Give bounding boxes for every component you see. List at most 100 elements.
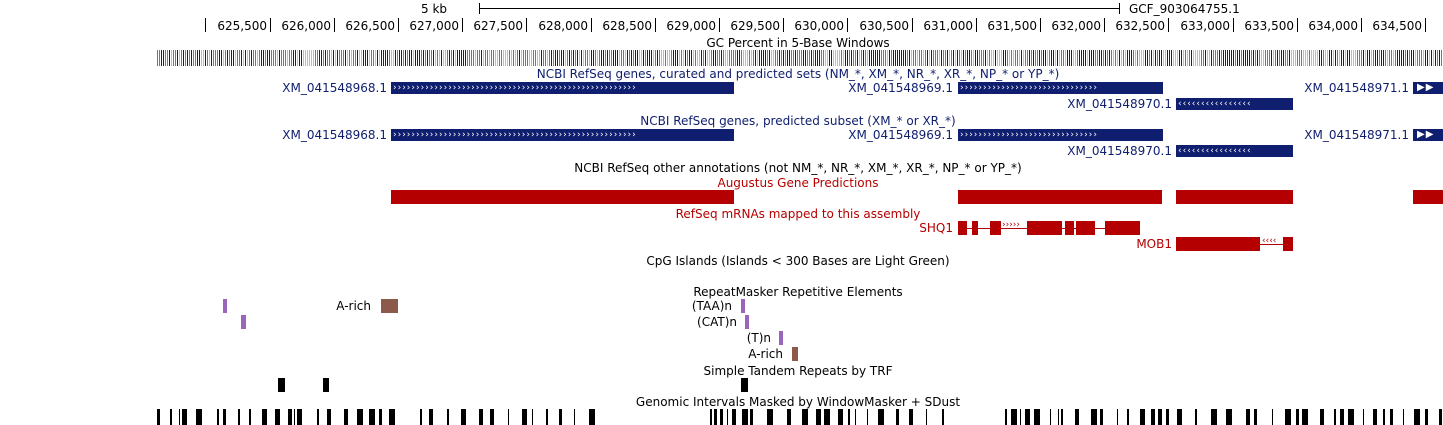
masked-interval[interactable] bbox=[824, 409, 830, 425]
masked-interval[interactable] bbox=[742, 409, 748, 425]
masked-interval[interactable] bbox=[217, 409, 219, 425]
masked-interval[interactable] bbox=[1363, 409, 1364, 425]
masked-interval[interactable] bbox=[878, 409, 884, 425]
masked-interval[interactable] bbox=[802, 409, 808, 425]
masked-interval[interactable] bbox=[710, 409, 712, 425]
augustus-prediction[interactable] bbox=[1176, 190, 1293, 204]
gene-label[interactable]: XM_041548968.1 bbox=[282, 128, 387, 142]
mrna-label[interactable]: MOB1 bbox=[1136, 237, 1172, 251]
masked-interval[interactable] bbox=[447, 409, 449, 425]
masked-interval[interactable] bbox=[1302, 409, 1308, 425]
gene-feature[interactable]: ▶▶ bbox=[1413, 129, 1443, 141]
masked-interval[interactable] bbox=[1127, 409, 1129, 425]
masked-interval[interactable] bbox=[1061, 409, 1063, 425]
gene-feature[interactable]: ‹‹‹‹‹‹‹‹‹‹‹‹‹‹‹‹ bbox=[1176, 145, 1293, 157]
masked-interval[interactable] bbox=[909, 409, 913, 425]
masked-interval[interactable] bbox=[727, 409, 728, 425]
masked-interval[interactable] bbox=[327, 409, 331, 425]
augustus-prediction[interactable] bbox=[958, 190, 1162, 204]
masked-interval[interactable] bbox=[1414, 409, 1420, 425]
masked-interval[interactable] bbox=[767, 409, 773, 425]
masked-interval[interactable] bbox=[1285, 409, 1291, 425]
gene-feature[interactable]: ‹‹‹‹‹‹‹‹‹‹‹‹‹‹‹‹ bbox=[1176, 98, 1293, 110]
masked-interval[interactable] bbox=[589, 409, 595, 425]
mrna-exon[interactable] bbox=[958, 221, 967, 235]
masked-interval[interactable] bbox=[249, 409, 251, 425]
masked-interval[interactable] bbox=[223, 409, 226, 425]
masked-interval[interactable] bbox=[490, 409, 494, 425]
repeat-label[interactable]: (T)n bbox=[746, 331, 771, 345]
gene-feature[interactable]: ›››››››››››››››››››››››››››››› bbox=[958, 82, 1163, 94]
cpg-track-title[interactable]: CpG Islands (Islands < 300 Bases are Lig… bbox=[646, 254, 950, 268]
masked-interval[interactable] bbox=[508, 409, 509, 425]
repeat-element[interactable] bbox=[745, 315, 749, 329]
gene-label[interactable]: XM_041548968.1 bbox=[282, 81, 387, 95]
repeat-element[interactable] bbox=[223, 299, 227, 313]
masked-interval[interactable] bbox=[816, 409, 821, 425]
masked-interval[interactable] bbox=[1390, 409, 1393, 425]
masked-interval[interactable] bbox=[1091, 409, 1097, 425]
gene-label[interactable]: XM_041548970.1 bbox=[1067, 97, 1172, 111]
tandem-repeat[interactable] bbox=[278, 378, 285, 392]
masked-interval[interactable] bbox=[732, 409, 736, 425]
masked-interval[interactable] bbox=[461, 409, 466, 425]
masked-interval[interactable] bbox=[1226, 409, 1232, 425]
repeat-element[interactable] bbox=[792, 347, 798, 361]
masked-interval[interactable] bbox=[369, 409, 375, 425]
masked-interval[interactable] bbox=[1058, 409, 1059, 425]
masked-interval[interactable] bbox=[942, 409, 944, 425]
masked-interval[interactable] bbox=[1254, 409, 1257, 425]
masked-interval[interactable] bbox=[1383, 409, 1385, 425]
masked-interval[interactable] bbox=[429, 409, 433, 425]
mrna-exon[interactable] bbox=[1283, 237, 1293, 251]
augustus-prediction[interactable] bbox=[1413, 190, 1443, 204]
masked-interval[interactable] bbox=[262, 409, 267, 425]
masked-interval[interactable] bbox=[182, 409, 187, 425]
repeat-element[interactable] bbox=[241, 315, 246, 329]
masked-interval[interactable] bbox=[1140, 409, 1145, 425]
repeat-label[interactable]: (CAT)n bbox=[697, 315, 737, 329]
masked-interval[interactable] bbox=[379, 409, 382, 425]
masked-interval[interactable] bbox=[1166, 409, 1169, 425]
gene-feature[interactable]: ››››››››››››››››››››››››››››››››››››››››… bbox=[391, 82, 734, 94]
masked-interval[interactable] bbox=[196, 409, 202, 425]
masked-interval[interactable] bbox=[1272, 409, 1273, 425]
masked-interval[interactable] bbox=[1320, 409, 1324, 425]
repeat-label[interactable]: A-rich bbox=[336, 299, 371, 313]
masked-interval[interactable] bbox=[522, 409, 527, 425]
masked-interval[interactable] bbox=[1246, 409, 1250, 425]
tandem-repeat[interactable] bbox=[741, 378, 748, 392]
mrna-label[interactable]: SHQ1 bbox=[919, 221, 953, 235]
masked-interval[interactable] bbox=[1439, 409, 1442, 425]
mrna-track-title[interactable]: RefSeq mRNAs mapped to this assembly bbox=[675, 207, 921, 221]
gc-track-title[interactable]: GC Percent in 5-Base Windows bbox=[706, 36, 890, 50]
refseq-all-track-title[interactable]: NCBI RefSeq genes, curated and predicted… bbox=[536, 67, 1060, 81]
masked-interval[interactable] bbox=[926, 409, 927, 425]
masked-interval[interactable] bbox=[288, 409, 292, 425]
masked-interval[interactable] bbox=[787, 409, 791, 425]
masked-interval[interactable] bbox=[317, 409, 319, 425]
masked-interval[interactable] bbox=[1025, 409, 1030, 425]
masked-interval[interactable] bbox=[896, 409, 899, 425]
masked-interval[interactable] bbox=[1340, 409, 1344, 425]
masked-interval[interactable] bbox=[238, 409, 240, 425]
masked-interval[interactable] bbox=[559, 409, 562, 425]
masked-interval[interactable] bbox=[275, 409, 280, 425]
gene-feature[interactable]: ››››››››››››››››››››››››››››››››››››››››… bbox=[391, 129, 734, 141]
masked-interval[interactable] bbox=[838, 409, 843, 425]
masked-interval[interactable] bbox=[1034, 409, 1040, 425]
masked-interval[interactable] bbox=[1020, 409, 1021, 425]
masked-interval[interactable] bbox=[1373, 409, 1377, 425]
tandem-repeat[interactable] bbox=[323, 378, 329, 392]
masked-interval[interactable] bbox=[1075, 409, 1079, 425]
masked-interval[interactable] bbox=[1334, 409, 1336, 425]
masked-interval[interactable] bbox=[1117, 409, 1118, 425]
rmsk-track-title[interactable]: RepeatMasker Repetitive Elements bbox=[693, 285, 903, 299]
repeat-element[interactable] bbox=[741, 299, 745, 313]
gene-label[interactable]: XM_041548969.1 bbox=[848, 128, 953, 142]
masked-interval[interactable] bbox=[1195, 409, 1197, 425]
masked-interval[interactable] bbox=[389, 409, 395, 425]
mrna-exon[interactable] bbox=[1105, 221, 1140, 235]
masked-interval[interactable] bbox=[855, 409, 856, 425]
masked-interval[interactable] bbox=[344, 409, 348, 425]
